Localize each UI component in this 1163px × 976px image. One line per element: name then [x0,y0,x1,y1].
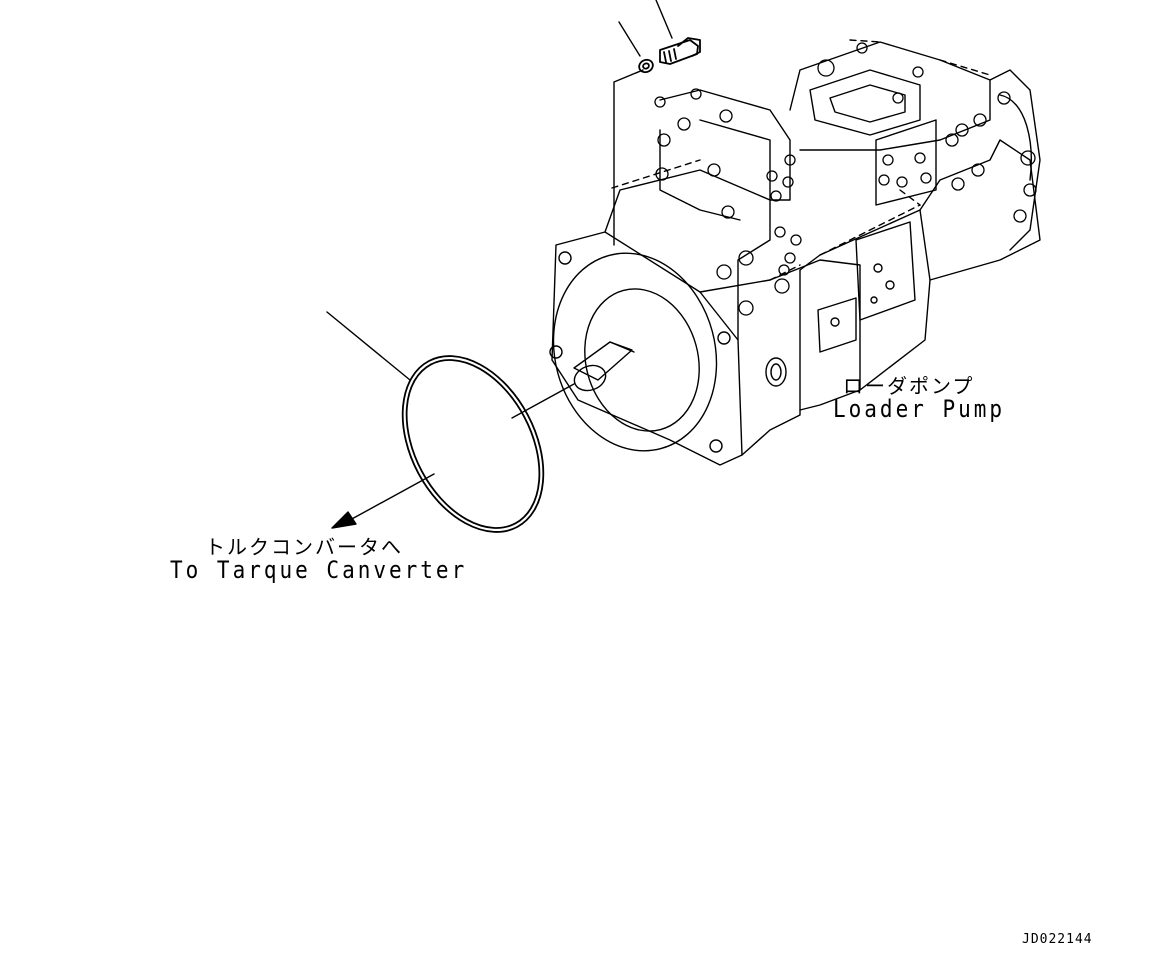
converter-label-jp: トルクコンバータへ [205,535,403,559]
pump-dome [552,252,718,452]
o-ring-leader [326,311,411,381]
washer [638,58,654,74]
o-ring [401,355,545,533]
pump-front-flange [551,231,743,466]
mounting-bolt [659,37,701,65]
loader-pump-assembly [549,39,1041,466]
converter-direction-arrow [331,383,575,529]
converter-label-en: To Tarque Canverter [170,556,468,584]
pump-shaft [573,341,635,392]
bolt-leader-lines [613,0,673,246]
pump-label-jp: ローダポンプ [843,374,975,398]
drawing-code: JD022144 [1022,932,1093,947]
housing-bolts [654,42,1037,316]
pump-label-en: Loader Pump [833,395,1006,423]
